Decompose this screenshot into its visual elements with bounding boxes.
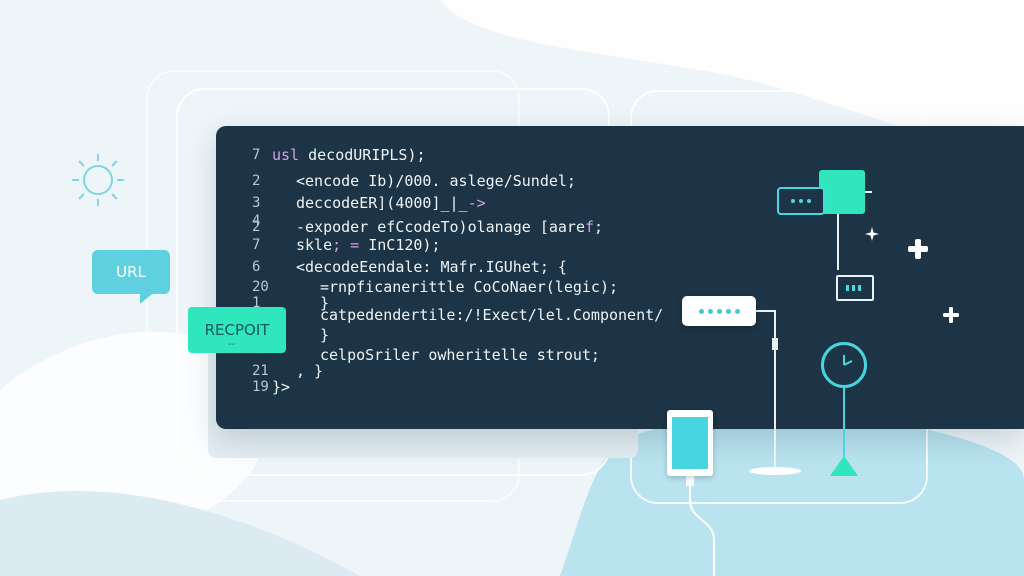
line-number: 7: [252, 237, 261, 253]
phone-icon: [667, 410, 713, 476]
dots-widget-pill: [682, 296, 756, 326]
code-token: usl: [272, 146, 300, 164]
dots-widget-small: [777, 187, 825, 215]
code-text: -expoder efCcodeTo)olanage [aaref;: [296, 216, 603, 238]
code-token: decodURIPLS);: [299, 146, 426, 164]
code-token: deccodeER](4000]_|_: [296, 194, 468, 212]
code-lines: 7 usl decodURIPLS); 2 <encode Ib)/000. asle…: [216, 126, 1024, 429]
line-number: 2: [252, 219, 261, 235]
url-bubble: URL: [92, 250, 170, 304]
code-text: , }: [296, 360, 323, 382]
code-token: <encode Ib)/000. aslege/Sundel;: [296, 172, 576, 190]
code-token: }>: [272, 378, 291, 396]
line-number: 1: [252, 295, 261, 311]
code-token: ->: [467, 194, 486, 212]
code-token: =rnpficanerittle CoCoNaer(legic);: [320, 278, 619, 296]
plus-icon-small: [943, 307, 959, 323]
code-token: skle: [296, 236, 333, 254]
code-token: celpoSriler owheritelle strout;: [320, 346, 600, 364]
bottom-left-soft-blob: [0, 490, 360, 576]
code-text: }>: [272, 376, 290, 398]
line-number: 7: [252, 147, 261, 163]
line-number: 6: [252, 259, 261, 275]
url-bubble-label: URL: [116, 263, 146, 281]
chart-icon: [836, 275, 874, 301]
code-token: }: [320, 326, 330, 344]
sun-icon: [72, 154, 124, 206]
code-text: <encode Ib)/000. aslege/Sundel;: [296, 170, 576, 192]
line-number: 19: [252, 379, 269, 395]
sparkle-icon: [865, 227, 879, 241]
plus-icon: [908, 239, 928, 259]
code-text: celpoSriler owheritelle strout;: [320, 344, 600, 366]
left-bottom-light-blob: [0, 331, 269, 542]
code-token: catpedendertile:/!Exect/lel.Component/: [320, 306, 664, 324]
code-token: f: [584, 218, 595, 236]
line-number: 21: [252, 363, 269, 379]
line-number: 2: [252, 173, 261, 189]
code-text: skle; = InC120);: [296, 234, 441, 256]
recpoit-tag-sub: --: [228, 339, 236, 350]
code-text: <decodeEendale: Mafr.IGUhet; {: [296, 256, 567, 278]
code-token: InC120);: [359, 236, 441, 254]
code-text: deccodeER](4000]_|_->: [296, 192, 486, 214]
recpoit-tag-label: RECPOIT: [204, 321, 270, 339]
phone-screen: [672, 417, 708, 469]
code-text: usl decodURIPLS);: [272, 144, 426, 166]
line-number: 3: [252, 195, 261, 211]
line-number: 4: [252, 213, 261, 229]
code-text: catpedendertile:/!Exect/lel.Component/: [320, 304, 663, 326]
code-token: ;: [594, 218, 604, 236]
code-text: }: [320, 292, 329, 314]
code-token: -expoder efCcodeTo)olanage [aare: [296, 218, 585, 236]
code-text: =rnpficanerittle CoCoNaer(legic);: [320, 276, 618, 298]
code-token: }: [320, 294, 330, 312]
code-token: , }: [296, 362, 324, 380]
top-right-white-blob: [440, 0, 1024, 150]
code-text: }: [320, 324, 329, 346]
code-token: <decodeEendale: Mafr.IGUhet; {: [296, 258, 567, 276]
line-number: 20: [252, 279, 269, 295]
green-widget: [819, 170, 865, 214]
code-editor-panel: 7 usl decodURIPLS); 2 <encode Ib)/000. asle…: [216, 126, 1024, 429]
recpoit-tag: RECPOIT: [188, 307, 286, 353]
clock-icon: [821, 342, 867, 388]
code-token: ; =: [332, 236, 360, 254]
